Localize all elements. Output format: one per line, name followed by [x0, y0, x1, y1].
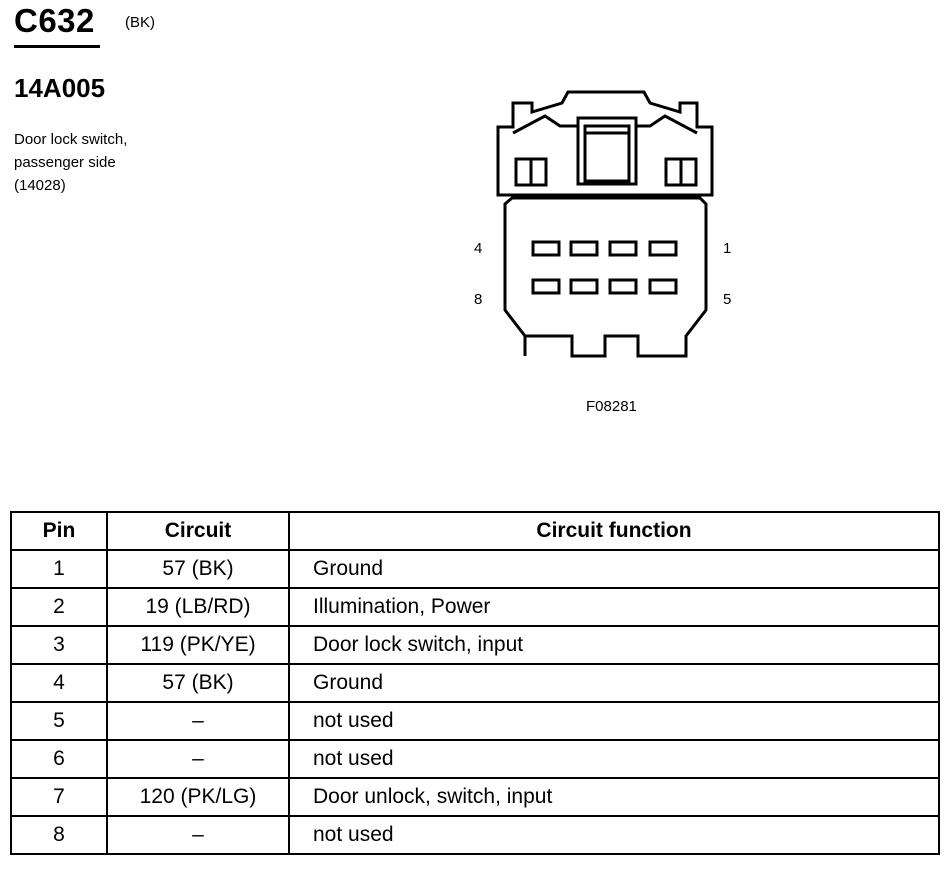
latch-center-block — [576, 116, 638, 186]
pin-label-top-right: 1 — [723, 240, 732, 257]
header-pin: Pin — [10, 511, 108, 551]
pin-table: Pin Circuit Circuit function 1 57 (BK) G… — [10, 511, 940, 855]
table-row: 4 57 (BK) Ground — [10, 663, 940, 703]
cell-pin: 3 — [10, 625, 108, 665]
figure-code: F08281 — [586, 398, 637, 415]
table-header-row: Pin Circuit Circuit function — [10, 511, 940, 551]
cell-circuit: 19 (LB/RD) — [106, 587, 290, 627]
cell-circuit: 120 (PK/LG) — [106, 777, 290, 817]
table-row: 7 120 (PK/LG) Door unlock, switch, input — [10, 777, 940, 817]
pin-cavity — [531, 278, 561, 295]
description-line: Door lock switch, — [14, 131, 128, 148]
description-line: (14028) — [14, 177, 66, 194]
latch-inner-left — [512, 114, 578, 135]
header-circuit: Circuit — [106, 511, 290, 551]
pin-cavity — [648, 240, 678, 257]
connector-face-body — [503, 196, 708, 358]
pin-label-top-left: 4 — [474, 240, 483, 257]
cell-function: Ground — [288, 663, 940, 703]
table-row: 1 57 (BK) Ground — [10, 549, 940, 589]
header-function: Circuit function — [288, 511, 940, 551]
cell-function: Door unlock, switch, input — [288, 777, 940, 817]
latch-inner-right — [636, 114, 698, 135]
cell-circuit: 57 (BK) — [106, 663, 290, 703]
cell-circuit: – — [106, 701, 290, 741]
cell-pin: 7 — [10, 777, 108, 817]
pin-cavity — [569, 278, 599, 295]
table-row: 5 – not used — [10, 701, 940, 741]
table-row: 3 119 (PK/YE) Door lock switch, input — [10, 625, 940, 665]
table-row: 8 – not used — [10, 815, 940, 855]
connector-color: (BK) — [125, 14, 155, 31]
cell-function: Illumination, Power — [288, 587, 940, 627]
connector-id-underline — [14, 45, 100, 48]
cell-circuit: 119 (PK/YE) — [106, 625, 290, 665]
pin-label-bottom-right: 5 — [723, 291, 732, 308]
pin-cavity — [648, 278, 678, 295]
pin-cavity — [608, 278, 638, 295]
cell-pin: 1 — [10, 549, 108, 589]
cell-pin: 8 — [10, 815, 108, 855]
latch-center-slot — [583, 124, 631, 183]
cell-function: Door lock switch, input — [288, 625, 940, 665]
cell-pin: 4 — [10, 663, 108, 703]
pin-cavity — [569, 240, 599, 257]
cell-pin: 2 — [10, 587, 108, 627]
cell-circuit: – — [106, 739, 290, 779]
cell-circuit: 57 (BK) — [106, 549, 290, 589]
connector-id: C632 — [14, 2, 95, 39]
pin-label-bottom-left: 8 — [474, 291, 483, 308]
table-row: 6 – not used — [10, 739, 940, 779]
cell-function: not used — [288, 815, 940, 855]
cell-function: not used — [288, 701, 940, 741]
pin-cavity — [531, 240, 561, 257]
cell-pin: 6 — [10, 739, 108, 779]
description-line: passenger side — [14, 154, 116, 171]
cell-pin: 5 — [10, 701, 108, 741]
connector-description: Door lock switch, passenger side (14028) — [14, 128, 127, 197]
cell-circuit: – — [106, 815, 290, 855]
part-number: 14A005 — [14, 73, 106, 103]
cell-function: not used — [288, 739, 940, 779]
cell-function: Ground — [288, 549, 940, 589]
table-row: 2 19 (LB/RD) Illumination, Power — [10, 587, 940, 627]
pin-cavity — [608, 240, 638, 257]
connector-latch-housing — [496, 90, 714, 197]
